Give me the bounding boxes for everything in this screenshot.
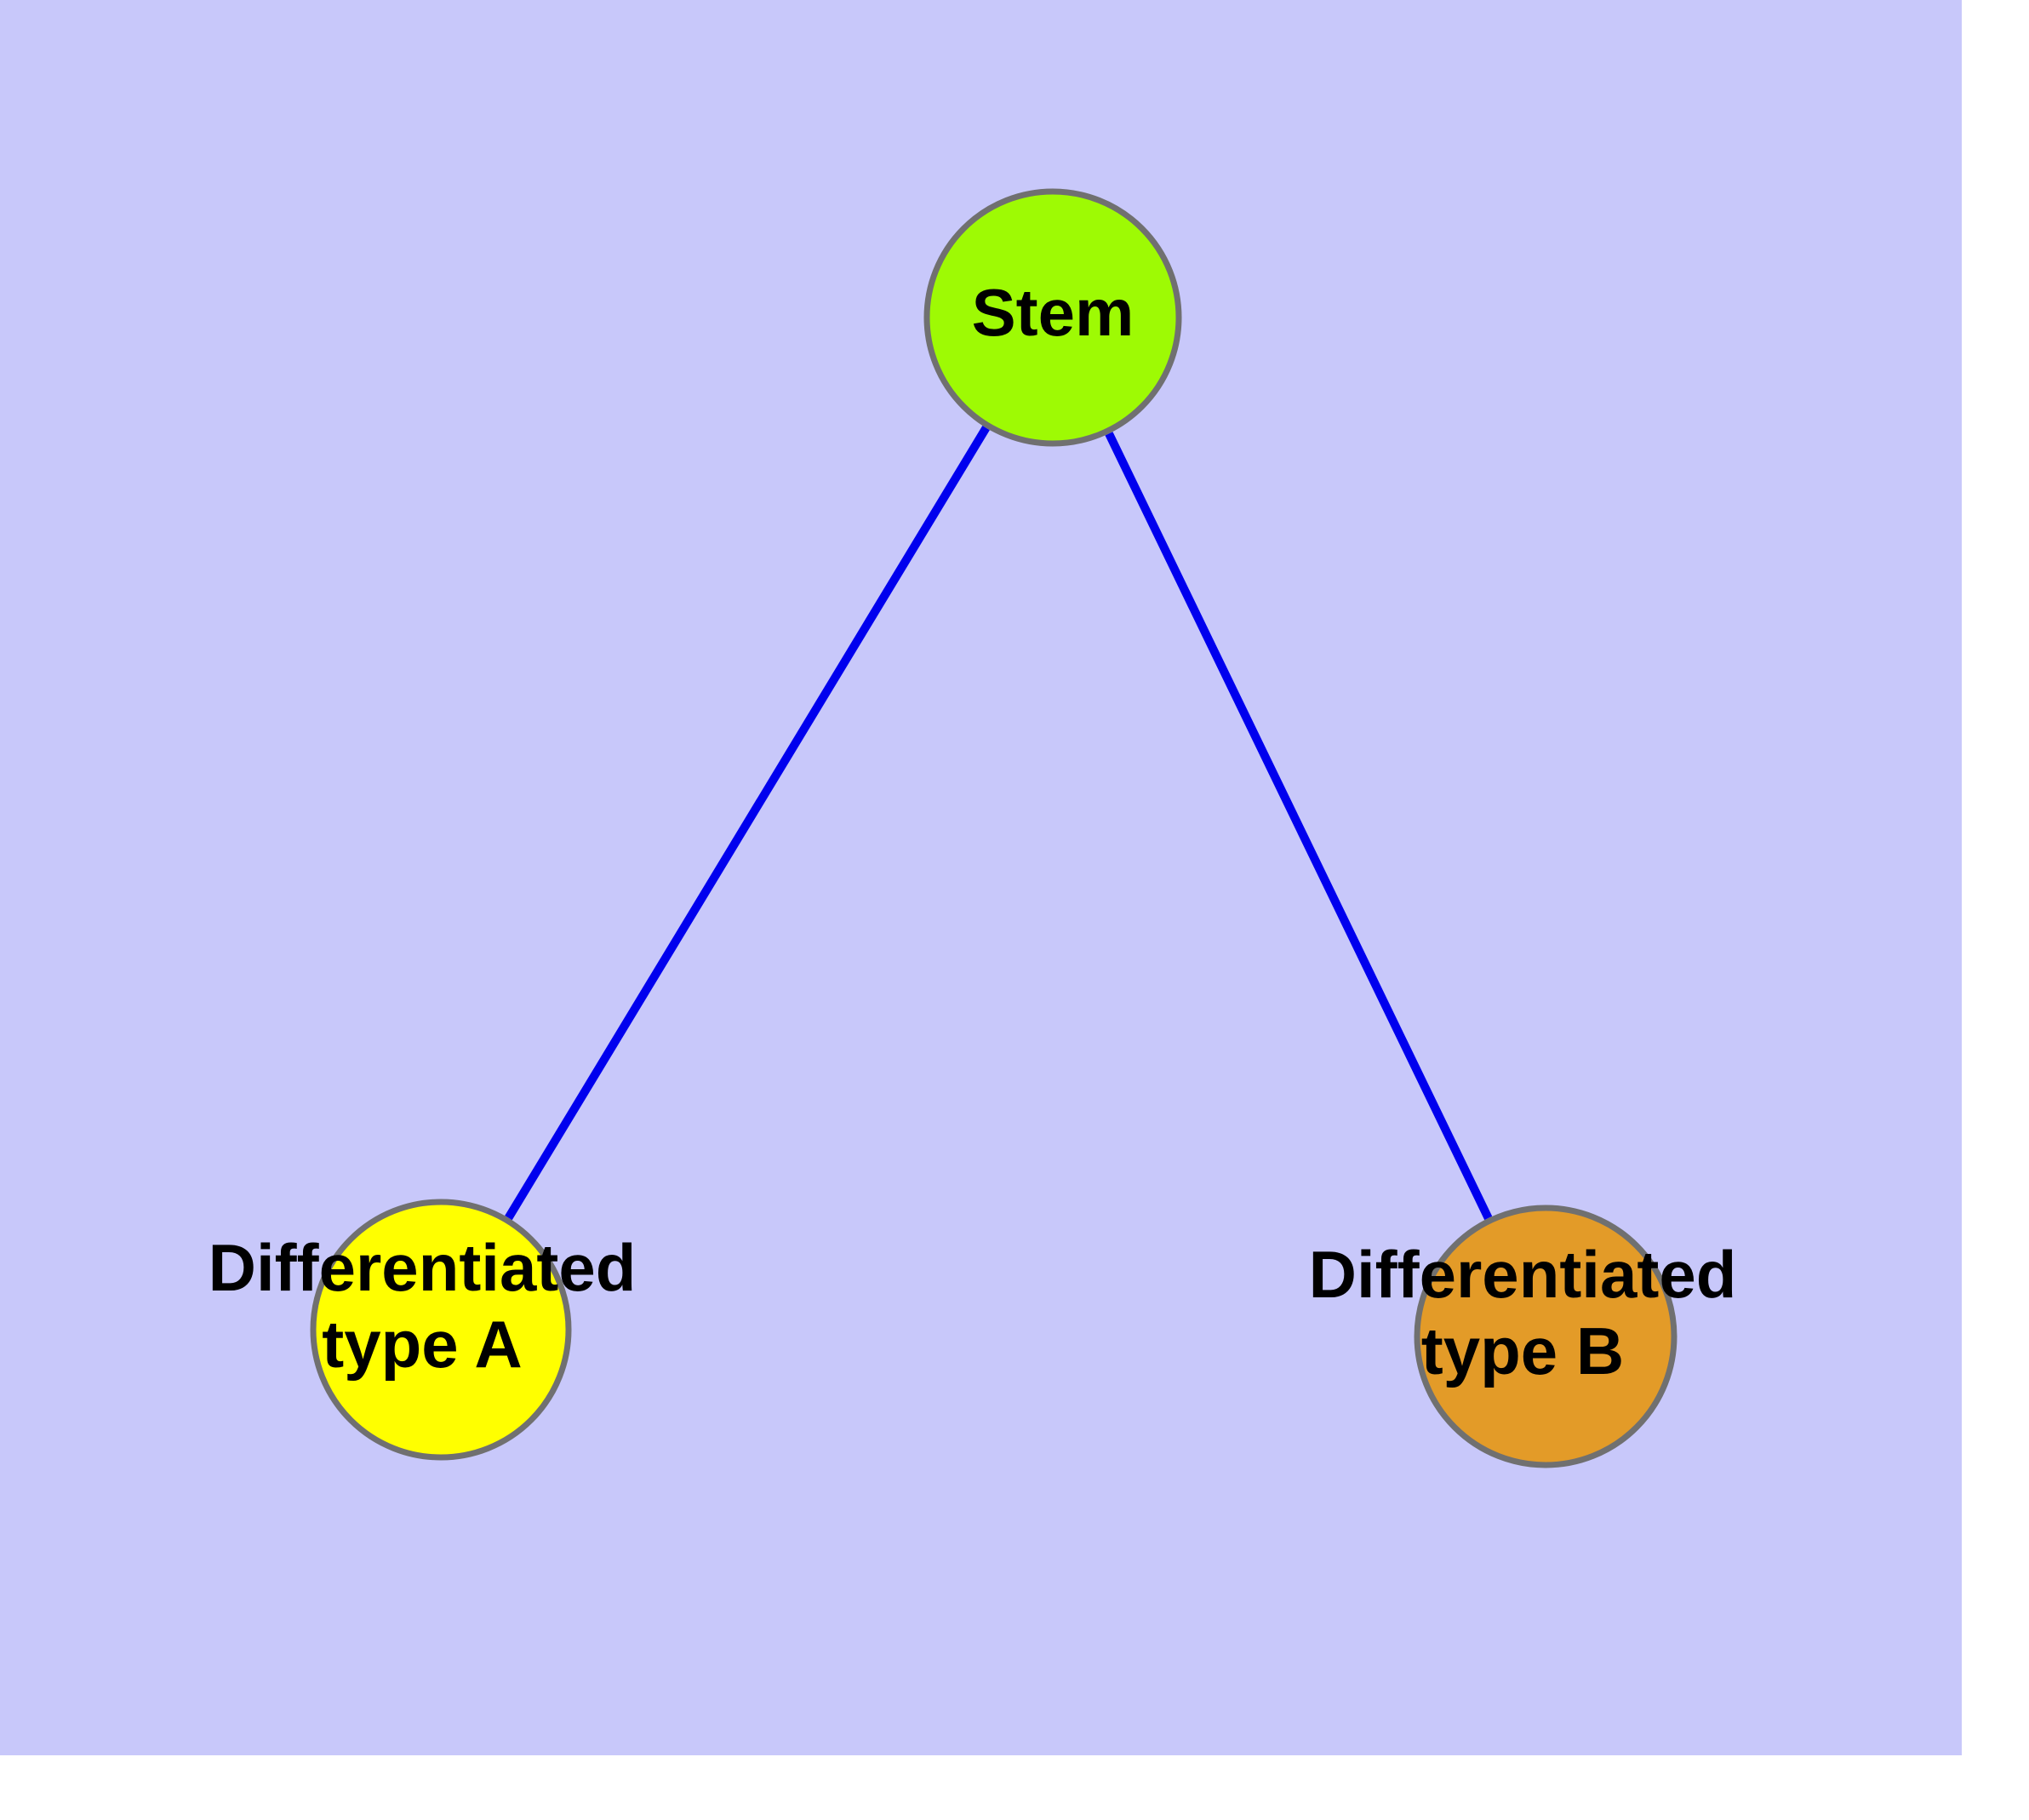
graph-node-label-line: type B xyxy=(1421,1313,1624,1388)
graph-node-label-line: Stem xyxy=(972,275,1135,350)
graph-node-label-line: Differentiated xyxy=(1309,1236,1737,1311)
graph-edge-stem-to-diff_a xyxy=(505,426,990,1221)
graph-node-label-line: Differentiated xyxy=(209,1229,637,1304)
graph-node-stem[interactable] xyxy=(923,188,1182,447)
graph-node-diff_b[interactable] xyxy=(1414,1205,1677,1468)
graph-edge-stem-to-diff_b xyxy=(1105,432,1493,1221)
graph-node-label-line: type A xyxy=(322,1307,523,1382)
edge-layer xyxy=(505,426,1493,1221)
graph-node-diff_a[interactable] xyxy=(310,1199,572,1461)
node-layer xyxy=(310,188,1677,1468)
graph-node-label-stem: Stem xyxy=(972,275,1135,350)
